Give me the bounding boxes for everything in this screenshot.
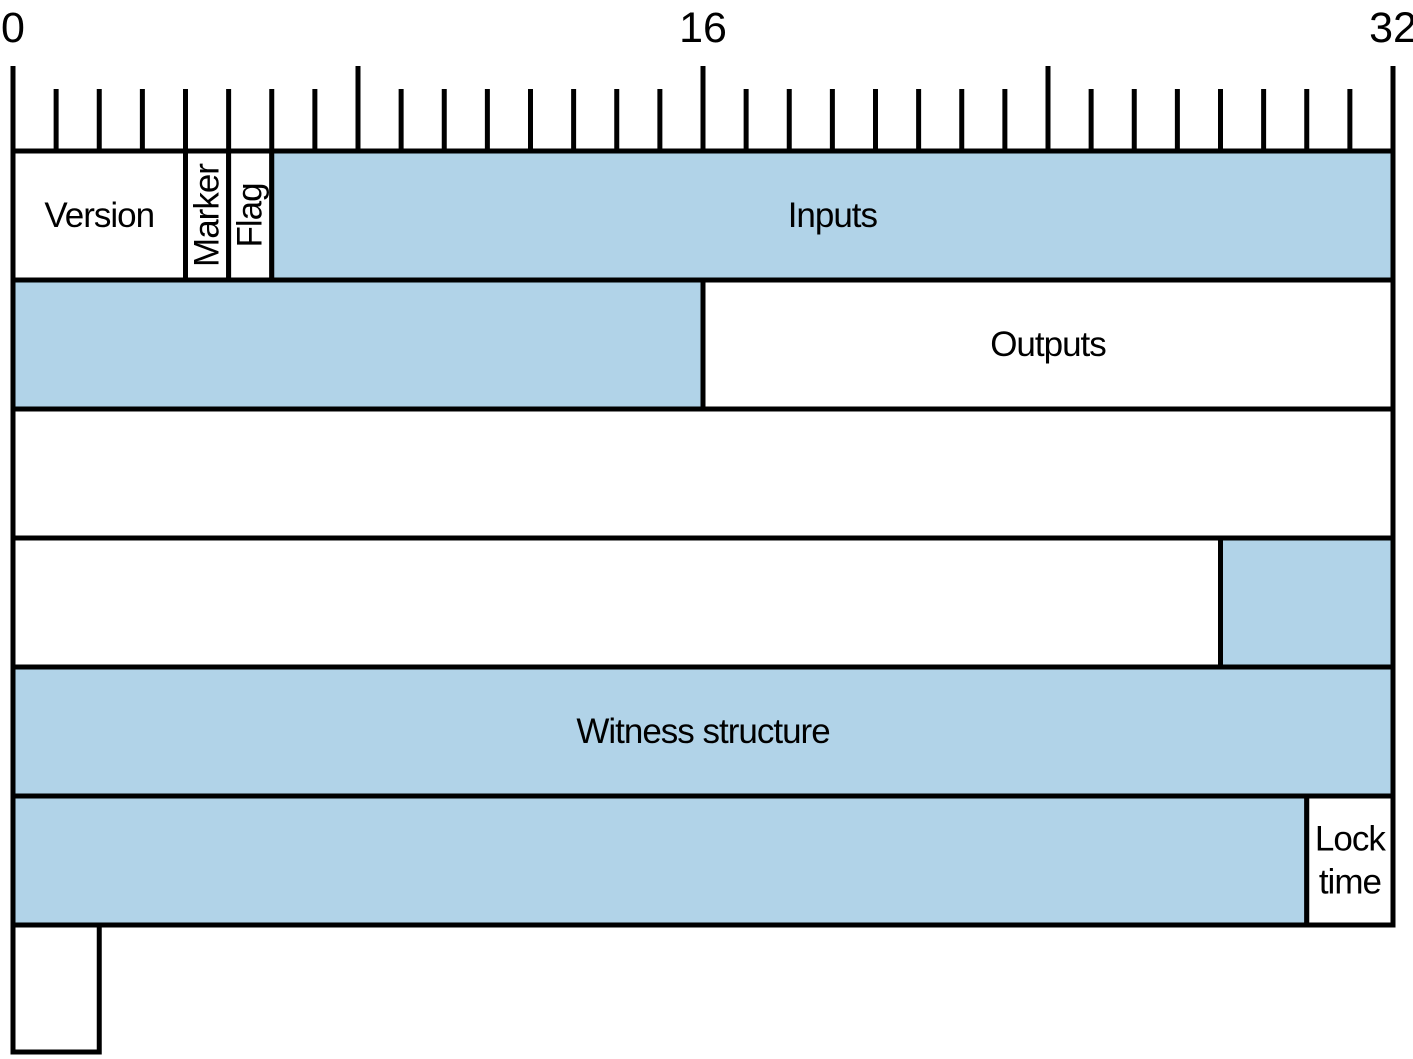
field-lock-time	[1304, 793, 1396, 928]
field-label-outputs: Outputs	[990, 325, 1106, 364]
field-lock-time-continued	[10, 922, 102, 1055]
ruler-label-16: 16	[679, 4, 727, 52]
field-witness-structure	[10, 664, 1396, 799]
field-row	[10, 535, 1396, 670]
field-label-witness-structure: Witness structure	[576, 712, 829, 751]
field-label-flag: Flag	[231, 183, 270, 247]
field-label-marker: Marker	[188, 163, 227, 267]
ruler-label-0: 0	[1, 4, 25, 52]
field-row: Lock time	[10, 793, 1396, 928]
field-outputs-continued-2	[10, 535, 1223, 670]
field-inputs	[269, 148, 1396, 283]
field-label-version: Version	[44, 196, 154, 235]
field-label-inputs: Inputs	[788, 196, 878, 235]
field-label-lock-time: time	[1319, 863, 1381, 902]
field-outputs-continued	[10, 406, 1396, 541]
field-witness-continued	[10, 793, 1310, 928]
field-row	[10, 406, 1396, 541]
field-witness-start	[1218, 535, 1396, 670]
ruler-label-32: 32	[1369, 4, 1413, 52]
field-row: Witness structure	[10, 664, 1396, 799]
field-row	[10, 922, 102, 1055]
ruler: 0 16 32	[1, 4, 1413, 151]
field-label-lock-time: Lock	[1315, 820, 1386, 859]
field-inputs-continued	[10, 277, 706, 412]
ruler-ticks	[10, 66, 1396, 151]
field-row: Outputs	[10, 277, 1396, 412]
field-outputs	[700, 277, 1396, 412]
ruler-labels: 0 16 32	[1, 4, 1413, 52]
